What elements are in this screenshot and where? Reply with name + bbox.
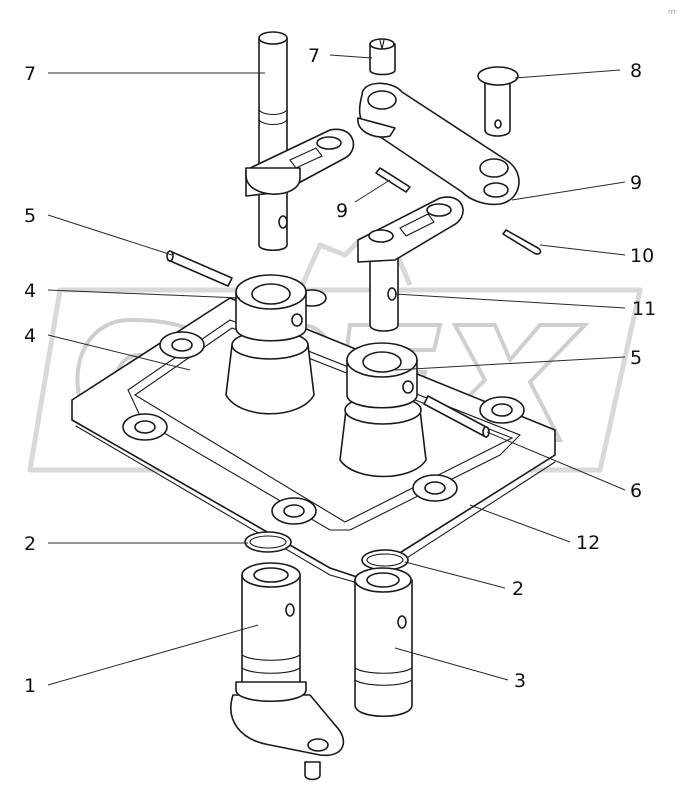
roll-pin-left: [166, 250, 233, 287]
selector-shaft-with-lever: [357, 196, 464, 332]
callout-labels: 7 7 8 9 9 10 5 4 11 4 5 6 12 2 2 1 3: [24, 45, 656, 697]
callout-3: 4: [24, 325, 36, 347]
leader-lines: [47, 54, 626, 686]
callout-5-left: 5: [24, 205, 36, 227]
cover-plate: [71, 297, 556, 586]
callout-2-right: 2: [512, 578, 524, 600]
callout-10: 11: [632, 298, 656, 320]
callout-8: 9: [630, 172, 642, 194]
o-ring-right: [361, 549, 409, 571]
callout-6: 7: [24, 63, 36, 85]
callout-7-sleeve: 7: [308, 45, 320, 67]
o-ring-left: [244, 531, 292, 553]
plate-shaft-bosses: [225, 330, 427, 478]
collar-left: [235, 274, 307, 342]
callout-12: 12: [576, 532, 600, 554]
callout-4-right: 5: [630, 347, 642, 369]
cotter-pin-right: [502, 229, 542, 255]
lower-shaft: [354, 567, 413, 718]
callout-4-left: 4: [24, 280, 36, 302]
callout-9-left: 9: [336, 200, 348, 222]
corner-mark: rrr: [668, 8, 677, 16]
shift-shaft-with-lever: [245, 31, 355, 252]
callout-5-right: 6: [630, 480, 642, 502]
lower-shaft-with-lever: [230, 562, 345, 781]
callout-9-right: 10: [630, 245, 654, 267]
connecting-link: [357, 82, 520, 206]
clevis-pin: [477, 66, 519, 137]
callout-2-left: 2: [24, 533, 36, 555]
plate-bolt-bosses: [122, 289, 525, 525]
cotter-pin-left: [375, 167, 411, 193]
callout-1: 1: [24, 675, 36, 697]
sleeve: [369, 38, 396, 76]
callout-11: 3: [514, 670, 526, 692]
callout-7-pin: 8: [630, 60, 642, 82]
roll-pin-right: [423, 395, 490, 438]
collar-right: [346, 342, 418, 409]
